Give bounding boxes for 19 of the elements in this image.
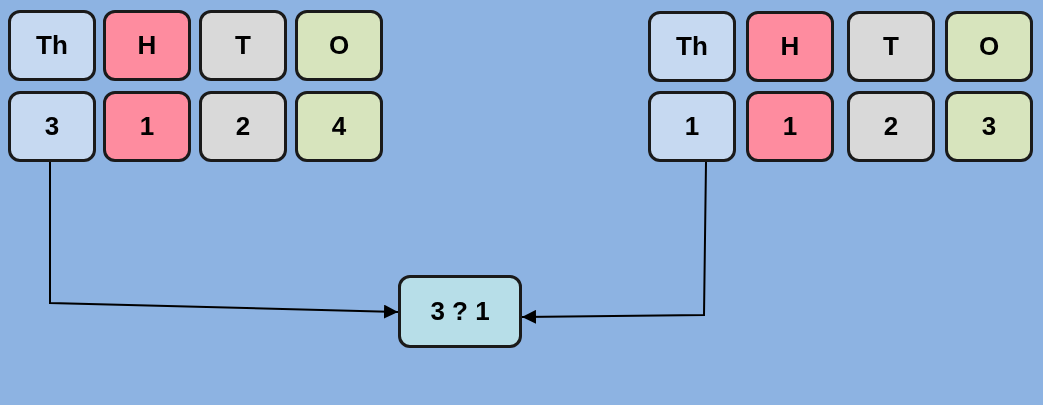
place-value-tile: O (945, 11, 1033, 82)
place-value-tile: 1 (648, 91, 736, 162)
place-value-tile: 3 (8, 91, 96, 162)
place-value-tile: T (199, 10, 287, 81)
place-value-tile: H (746, 11, 834, 82)
place-value-tile: 3 (945, 91, 1033, 162)
place-value-tile: Th (648, 11, 736, 82)
place-value-tile: 2 (847, 91, 935, 162)
place-value-tile: Th (8, 10, 96, 81)
comparison-box: 3 ? 1 (398, 275, 522, 348)
arrow (49, 161, 399, 319)
arrow (521, 161, 707, 324)
place-value-tile: O (295, 10, 383, 81)
place-value-tile: 4 (295, 91, 383, 162)
place-value-tile: T (847, 11, 935, 82)
place-value-tile: H (103, 10, 191, 81)
place-value-tile: 1 (103, 91, 191, 162)
place-value-tile: 1 (746, 91, 834, 162)
place-value-tile: 2 (199, 91, 287, 162)
